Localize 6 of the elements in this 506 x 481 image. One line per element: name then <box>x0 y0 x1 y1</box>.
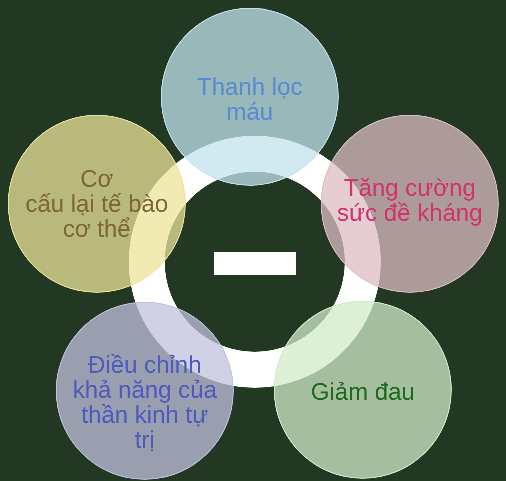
center-bar <box>214 252 296 275</box>
circle-label: Giảm đau <box>310 380 416 404</box>
circle-label: Tăng cường sức đề kháng <box>336 176 484 226</box>
circle-label: Điều chỉnh khả năng của thần kinh tự trị <box>72 353 218 453</box>
circle-label: Thanh lọc máu <box>196 75 304 125</box>
circle-label: Cơ cấu lại tế bào cơ thể <box>24 166 170 242</box>
